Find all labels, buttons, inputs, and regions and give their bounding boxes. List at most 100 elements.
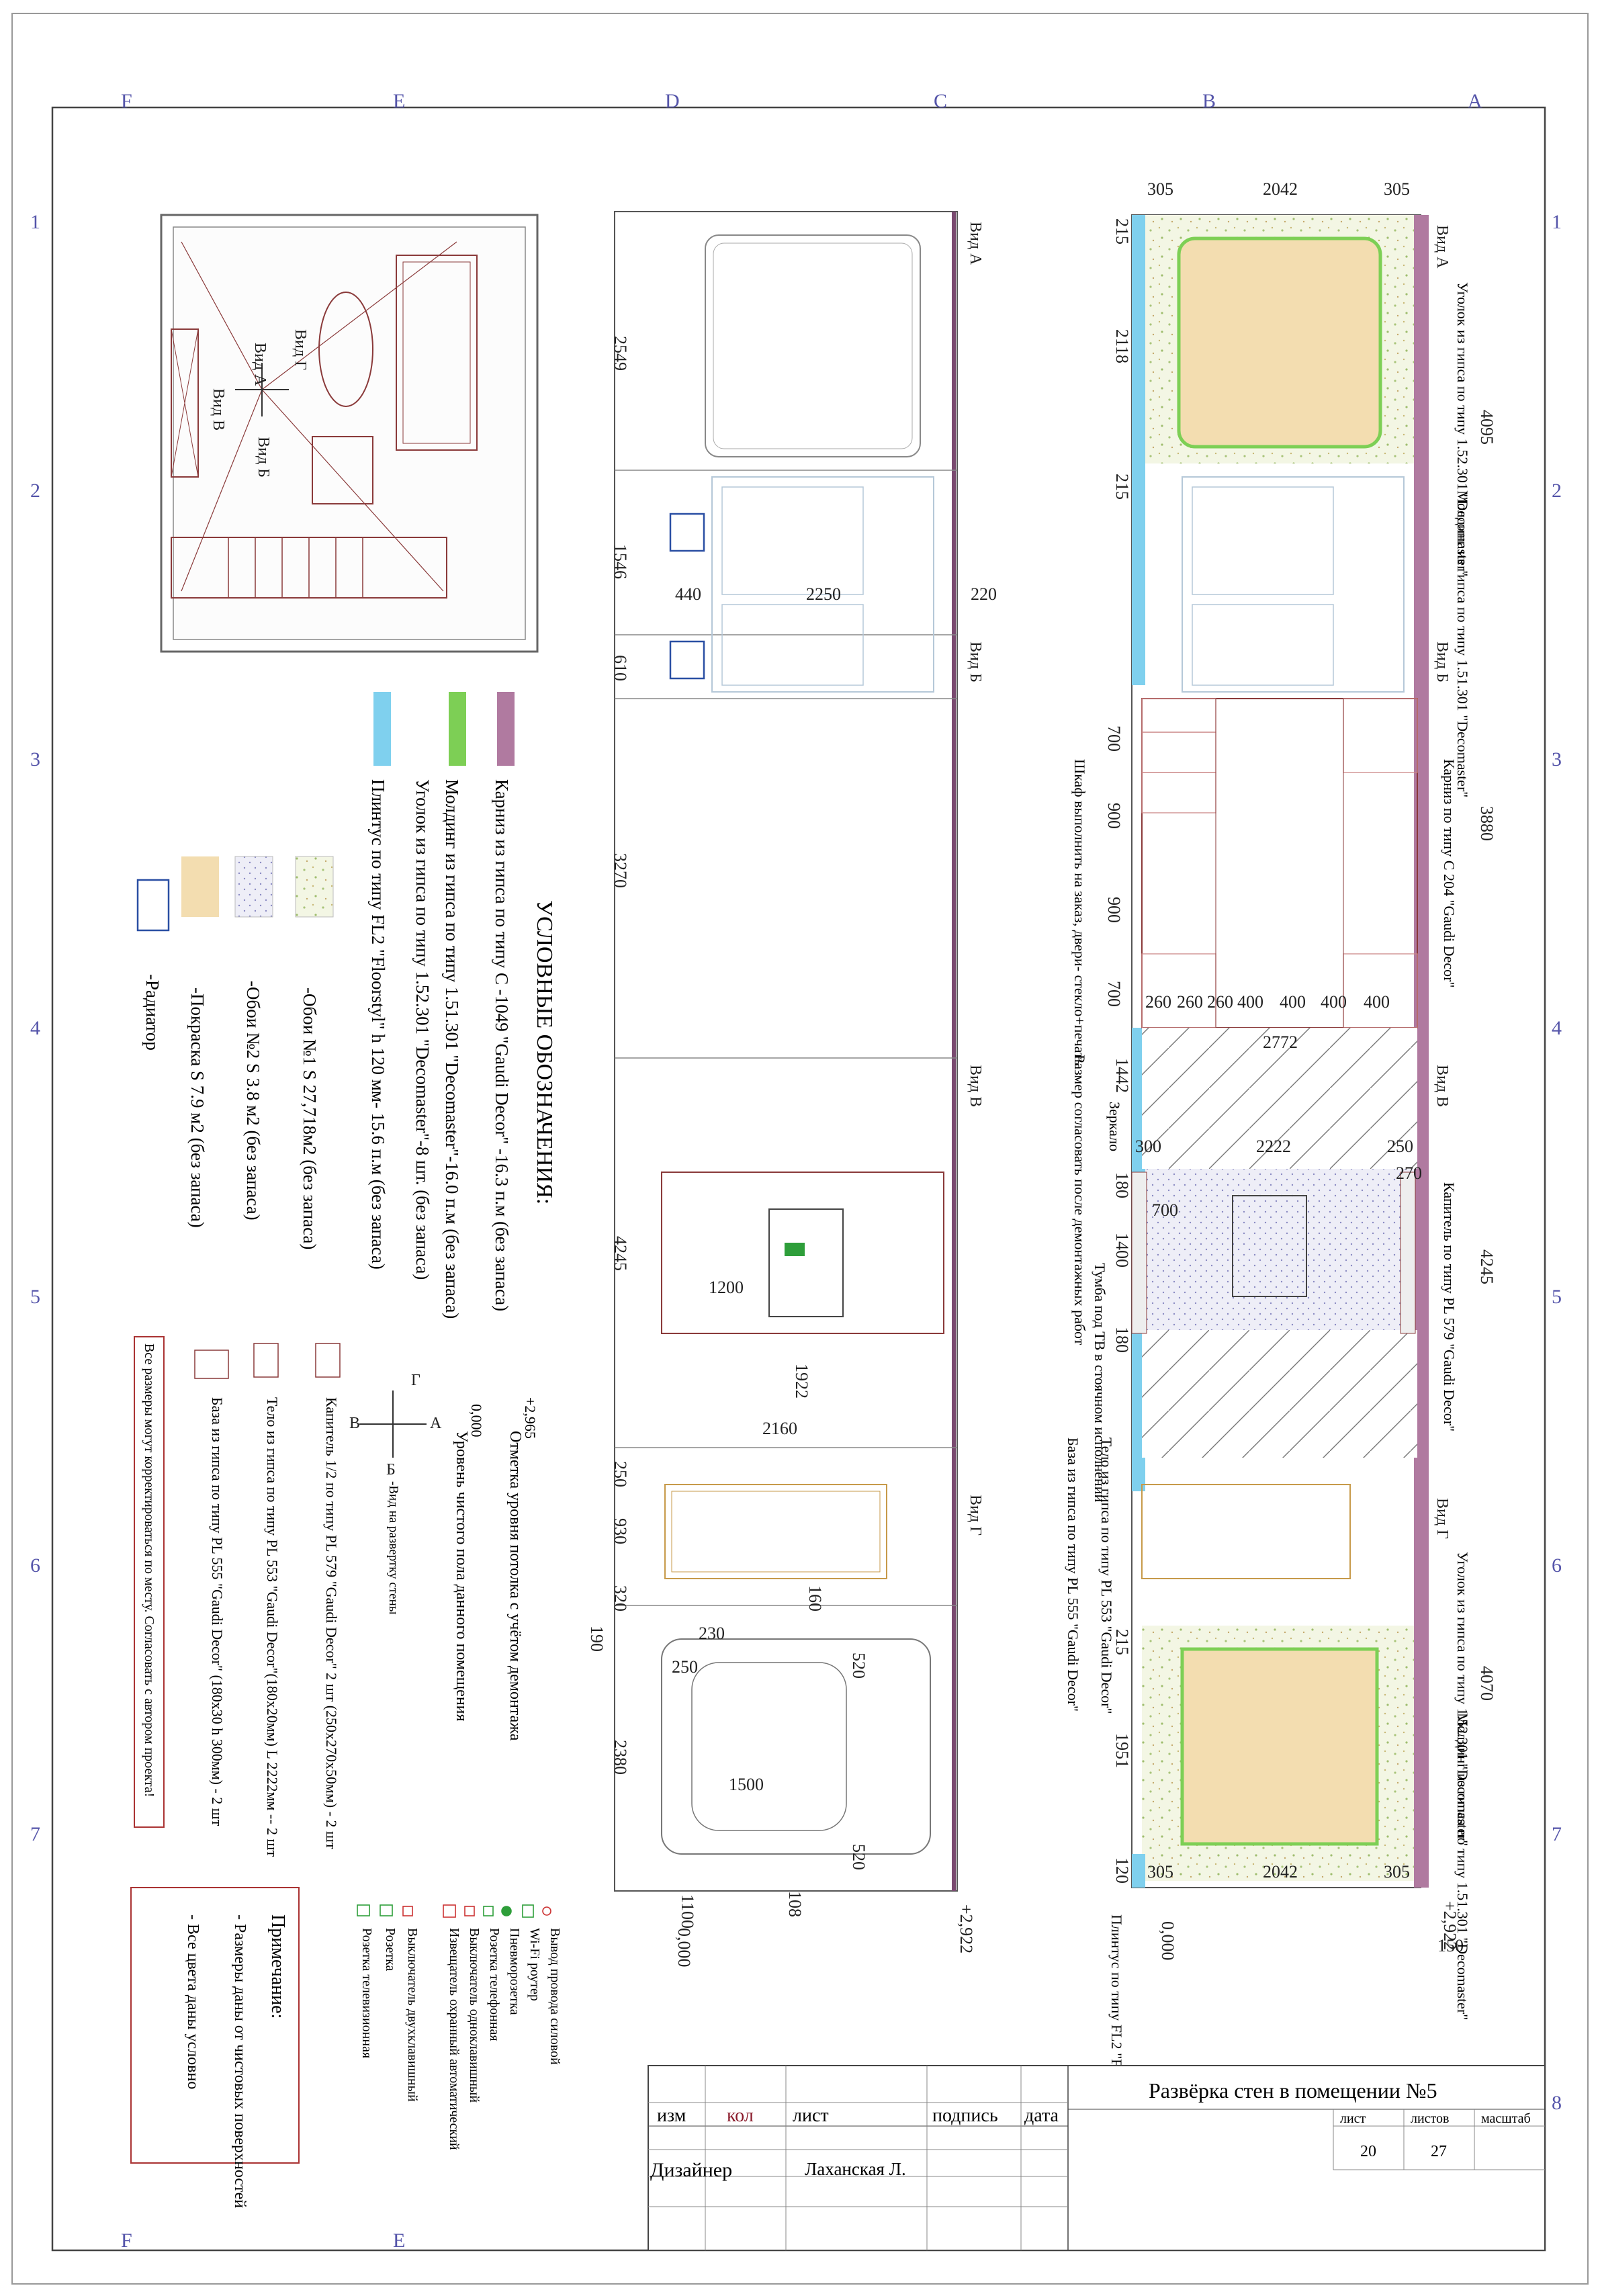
tb-col-kol: кол <box>727 2105 754 2126</box>
annotation: Молдинг из гипса по типу 1.51.301 "Decom… <box>1454 1713 1471 2020</box>
dim-label: 2380 <box>611 1740 630 1775</box>
legend-swatch-plinth <box>373 692 391 766</box>
dim-label: 400 <box>1364 992 1390 1012</box>
painted-panel-a <box>1177 236 1382 449</box>
dim-label: 2042 <box>1263 1862 1298 1882</box>
dim-label: 160 <box>805 1585 825 1611</box>
grid-number: 2 <box>1552 480 1562 502</box>
grid-number: 1 <box>1552 211 1562 233</box>
grid-number: 5 <box>1552 1286 1562 1308</box>
legend-swatch-wallpaper2 <box>234 856 273 918</box>
plinth-strip <box>1132 1854 1145 1888</box>
dim-label: 305 <box>1147 1862 1173 1882</box>
view-label: Вид В <box>967 1065 984 1107</box>
legend-level-text: Уровень чистого пола данного помещения <box>453 1431 470 1722</box>
dim-label: 250 <box>1387 1137 1413 1156</box>
power-outlet-icon <box>542 1906 551 1916</box>
dim-label: 2250 <box>806 584 841 604</box>
dim-label: 2042 <box>1263 179 1298 199</box>
legend: УСЛОВНЫЕ ОБОЗНАЧЕНИЯ: Карниз из гипса по… <box>134 692 557 1857</box>
view-label: Вид А <box>967 222 984 265</box>
dim-label: 700 <box>1152 1200 1178 1220</box>
dim-label: 215 <box>1112 1629 1132 1655</box>
warning-text: Все размеры могут корректироваться по ме… <box>142 1343 157 1797</box>
tb-listov-hdr: листов <box>1411 2111 1449 2126</box>
annotation: Размер согласовать после демонтажных раб… <box>1071 1055 1088 1345</box>
annotation: Тумба под ТВ в стоячном исполнении <box>1092 1263 1108 1502</box>
grid-row-numbers-right: 1 2 3 4 5 6 7 8 <box>1552 211 1562 2114</box>
plan-view-label: Вид В <box>210 388 227 431</box>
column-right <box>1400 1172 1416 1334</box>
annotation: База из гипса по типу PL 555 "Gaudi Deco… <box>1065 1438 1081 1712</box>
annotation: Шкаф выполнить на заказ, двери- стекло+п… <box>1071 759 1088 1066</box>
electrical-item: Выключатель двухклавишный <box>405 1928 420 2102</box>
grid-number: 7 <box>30 1823 40 1845</box>
dim-label: 2772 <box>1263 1032 1298 1052</box>
legend-fill-item: -Радиатор <box>142 974 163 1051</box>
tb-col-list: лист <box>793 2105 829 2126</box>
annotation: Уголок из гипса по типу 1.52.301 "Decoma… <box>1454 282 1471 576</box>
grid-letter: B <box>1202 90 1216 112</box>
legend-title: УСЛОВНЫЕ ОБОЗНАЧЕНИЯ: <box>532 900 557 1204</box>
legend-fill-item: -Обои №2 S 3.8 м2 (без запаса) <box>243 981 263 1221</box>
grid-row-numbers-left: 1 2 3 4 5 6 7 <box>30 211 40 1845</box>
view-label: Вид Г <box>1433 1498 1451 1539</box>
view-label: Вид Б <box>967 642 984 682</box>
tb-list-hdr: лист <box>1340 2111 1366 2126</box>
dim-label: 1200 <box>709 1278 744 1297</box>
dim-label: 260 <box>1145 992 1171 1012</box>
legend-line-item: Плинтус по типу FL2 "Floorstyl" h 120 мм… <box>368 779 388 1270</box>
tb-col-izm: изм <box>657 2105 686 2126</box>
compass-label: А <box>430 1415 442 1432</box>
notes-box: Примечание: - Размеры даны от чистовых п… <box>130 1887 300 2208</box>
electrical-item: Розетка телефонная <box>487 1928 502 2041</box>
dim-label: 260 <box>1207 992 1233 1012</box>
tb-designer-name: Лаханская Л. <box>805 2159 906 2179</box>
annotation: Молдинг из гипса по типу 1.51.301 "Decom… <box>1454 490 1471 797</box>
dim-label: 1500 <box>729 1775 764 1794</box>
dim-label: 230 <box>699 1624 725 1643</box>
painted-panel-g <box>1180 1647 1379 1846</box>
legend-fill-item: -Покраска S 7.9 м2 (без запаса) <box>187 987 208 1228</box>
dim-label: 190 <box>587 1626 607 1652</box>
legend-line-item: Молдинг из гипса по типу 1.51.301 "Decom… <box>442 779 462 1319</box>
legend-level-text: Отметка уровня потолка с учётом демонтаж… <box>506 1431 524 1741</box>
level-mark: 0,000 <box>1158 1921 1177 1961</box>
outlet-icon <box>380 1904 393 1916</box>
view-label: Вид В <box>1433 1065 1451 1107</box>
radiator-icon <box>669 513 705 552</box>
dim-label: 4095 <box>1477 410 1497 445</box>
legend-swatch-radiator <box>136 879 170 932</box>
plan-view-label: Вид Б <box>255 437 272 478</box>
annotation: Уголок из гипса по типу 1.52.301 "Decoma… <box>1454 1552 1471 1846</box>
legend-line-item: Карниз из гипса по типу С -1049 "Gaudi D… <box>492 779 512 1311</box>
capital-icon <box>315 1343 341 1378</box>
dim-label: 930 <box>611 1518 630 1544</box>
grid-column-letters-top: A B C D E F <box>121 90 1482 112</box>
dim-label: 305 <box>1384 1862 1410 1882</box>
grid-number: 4 <box>1552 1017 1562 1039</box>
electrical-item: Пневморозетка <box>507 1928 522 2015</box>
column-base-icon <box>194 1350 229 1379</box>
dim-label: 120 <box>1112 1857 1132 1884</box>
legend-decor-item: Капитель 1/2 по типу PL 579 "Gaudi Decor… <box>323 1397 340 1849</box>
view-label: Вид А <box>1433 225 1451 269</box>
dim-label: 108 <box>785 1891 805 1917</box>
cornice-strip <box>1414 215 1429 1888</box>
notes-item: - Размеры даны от чистовых поверхностей <box>231 1914 249 2208</box>
annotation: Тело из гипса по типу PL 553 "Gaudi Deco… <box>1098 1438 1115 1714</box>
plan-view-label: Вид А <box>251 343 269 386</box>
legend-decor-item: Тело из гипса по типу PL 553 "Gaudi Deco… <box>264 1397 281 1857</box>
security-sensor-icon <box>443 1904 456 1918</box>
grid-letter: F <box>121 2229 132 2252</box>
tb-designer-label: Дизайнер <box>650 2159 732 2181</box>
grid-letter: F <box>121 90 132 112</box>
dim-label: 1400 <box>1112 1233 1132 1268</box>
legend-decor-item: База из гипса по типу PL 555 "Gaudi Deco… <box>209 1397 226 1826</box>
annotation: Карниз по типу С 204 "Gaudi Decor" <box>1441 759 1458 987</box>
grid-letter: E <box>393 90 405 112</box>
warning-box <box>134 1336 165 1828</box>
grid-letter: D <box>665 90 680 112</box>
plan-view-label: Вид Г <box>292 329 309 370</box>
